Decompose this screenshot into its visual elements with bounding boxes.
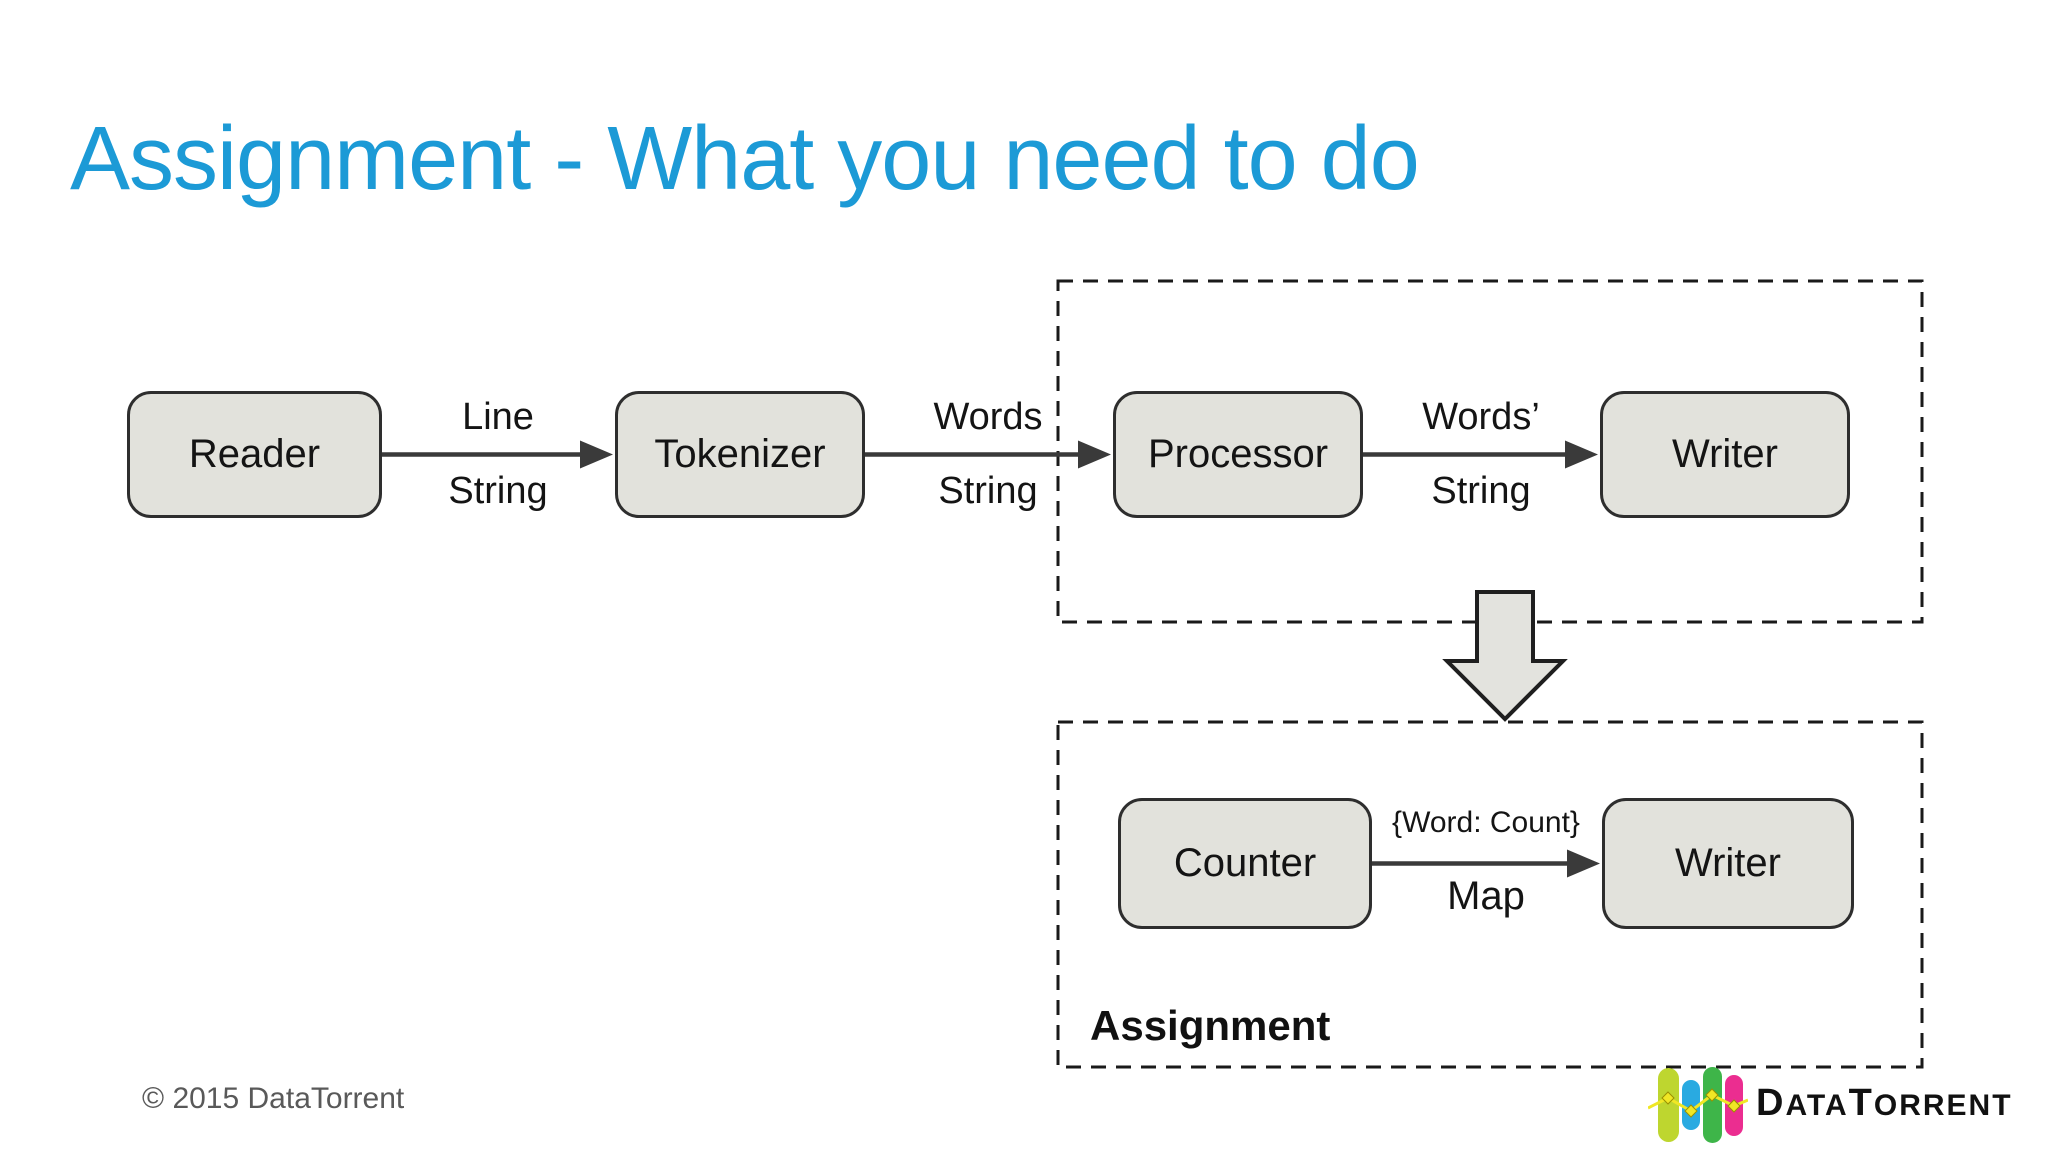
logo-node-icon	[1727, 1099, 1741, 1113]
logo-bar-lime	[1658, 1068, 1679, 1142]
node-tokenizer: Tokenizer	[615, 391, 865, 518]
big-down-arrow	[1442, 590, 1568, 722]
edge-label-top: {Word: Count}	[1392, 806, 1580, 839]
edge-label-bottom: String	[938, 470, 1038, 512]
node-reader: Reader	[127, 391, 382, 518]
edge-label-word-count-map: {Word: Count} Map	[1336, 806, 1636, 918]
flow-arrow-processor-writer	[1363, 440, 1598, 469]
node-counter: Counter	[1118, 798, 1372, 929]
edge-label-words-string: Words String	[868, 398, 1108, 510]
assignment-group-caption: Assignment	[1090, 1002, 1331, 1049]
edge-label-words-prime-string: Words’ String	[1361, 398, 1601, 510]
flow-arrow-counter-writer	[1372, 849, 1600, 878]
wordmark-part: ATA	[1785, 1089, 1849, 1122]
edge-label-line-string: Line String	[378, 398, 618, 510]
node-writer: Writer	[1600, 391, 1850, 518]
wordmark-part: T	[1848, 1082, 1874, 1124]
edge-label-top: Line	[462, 396, 534, 438]
logo-bar-green	[1703, 1067, 1722, 1143]
flow-arrow-tokenizer-processor	[865, 440, 1111, 469]
page-title: Assignment - What you need to do	[70, 109, 1420, 209]
wordmark-part: D	[1756, 1082, 1786, 1124]
logo-node-icon	[1684, 1104, 1698, 1118]
copyright-text: © 2015 DataTorrent	[142, 1082, 405, 1115]
datatorrent-logo-bars-icon	[1648, 1067, 1748, 1143]
logo-node-icon	[1705, 1088, 1719, 1102]
edge-label-bottom: String	[448, 470, 548, 512]
logo-node-icon	[1661, 1091, 1675, 1105]
edge-label-bottom: String	[1431, 470, 1531, 512]
flow-arrow-reader-tokenizer	[382, 440, 613, 469]
assignment-group-border	[1056, 720, 1924, 1069]
node-writer-2: Writer	[1602, 798, 1854, 929]
edge-label-bottom: Map	[1447, 874, 1525, 918]
edge-label-top: Words’	[1422, 396, 1540, 438]
edge-label-top: Words	[933, 396, 1043, 438]
datatorrent-wordmark: DATATORRENT	[1756, 1084, 2013, 1122]
node-processor: Processor	[1113, 391, 1363, 518]
wordmark-part: ORRENT	[1873, 1089, 2013, 1122]
